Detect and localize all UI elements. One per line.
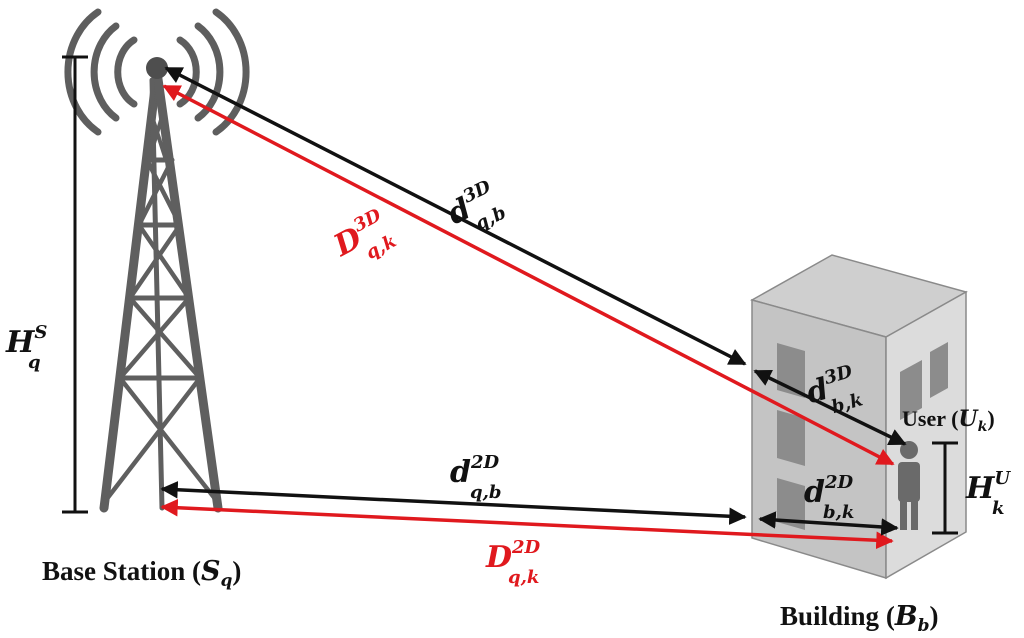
label-d2d-qb-sub: q,b	[470, 482, 501, 503]
label-d2d-bk-sup: 2D	[824, 472, 854, 493]
caption-building-label: Building	[780, 601, 880, 631]
svg-text:HS: HS	[5, 322, 47, 360]
svg-text:d2D: d2D	[804, 472, 854, 510]
caption-building-sub: b	[918, 616, 930, 636]
label-bs-height-sub: q	[28, 352, 41, 373]
svg-text:HU: HU	[965, 468, 1011, 506]
label-user-height-symbol: H	[965, 471, 996, 506]
tower-icon	[99, 67, 223, 513]
label-d2d-bk-sub: b,k	[823, 502, 854, 523]
person-icon	[898, 441, 920, 530]
caption-user-symbol: U	[958, 406, 979, 432]
label-d3d-qb-sub: q,b	[472, 202, 509, 235]
caption-user-label: User	[902, 406, 946, 431]
building-side	[885, 290, 967, 580]
label-D2d-qk-sup: 2D	[511, 537, 541, 558]
svg-text:D2D: D2D	[485, 537, 541, 575]
caption-base-station-label: Base Station	[42, 556, 185, 586]
caption-building-symbol: B	[894, 601, 918, 632]
label-user-height-sup: U	[994, 468, 1011, 489]
caption-user: User (Uk)	[902, 406, 995, 435]
d3d-bk-arrow	[753, 369, 907, 446]
label-d2d-qb-symbol: d	[450, 455, 471, 490]
label-user-height-sub: k	[992, 498, 1004, 519]
label-bs-height-sup: S	[34, 322, 47, 343]
caption-base-station-sub: q	[221, 571, 233, 591]
label-D2d-qk-sub: q,k	[508, 567, 539, 588]
label-d2d-qb-sup: 2D	[470, 452, 500, 473]
user-height-dimension	[932, 441, 958, 535]
caption-base-station: Base Station (Sq)	[42, 556, 241, 591]
d2d-bk-arrow	[758, 511, 899, 536]
antenna-head	[146, 57, 168, 79]
caption-base-station-symbol: S	[201, 556, 221, 587]
label-D3d-qk-sub: q,k	[362, 231, 400, 264]
svg-text:d2D: d2D	[450, 452, 500, 490]
label-d2d-bk-symbol: d	[804, 475, 825, 510]
label-D3d-qk: D3D q,k	[328, 205, 400, 265]
bs-height-dimension	[62, 55, 88, 514]
svg-text:d3D: d3D	[802, 361, 860, 411]
label-D2d-qk-symbol: D	[485, 540, 512, 575]
D3d-qk-arrow	[162, 84, 895, 466]
label-bs-height-symbol: H	[5, 325, 36, 360]
caption-user-sub: k	[978, 419, 988, 435]
caption-building: Building (Bb)	[780, 601, 939, 636]
